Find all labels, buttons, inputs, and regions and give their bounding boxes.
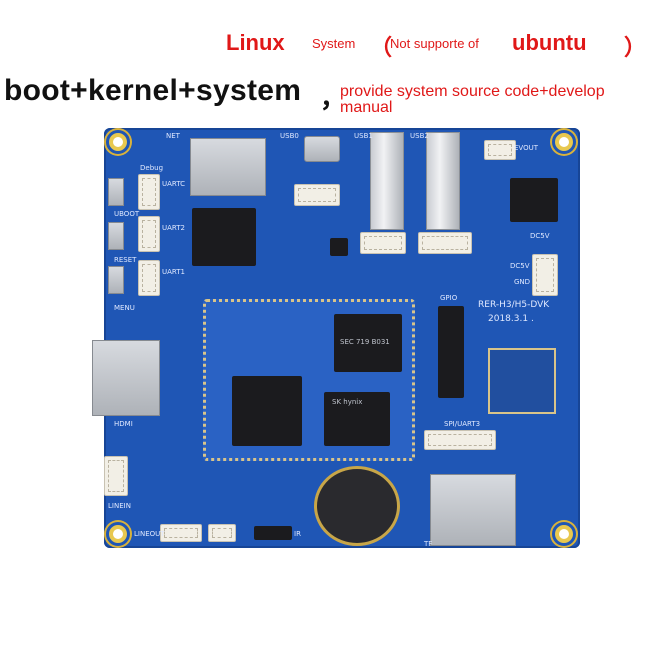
core-module: SEC 719 B031 SK hynix [203, 299, 415, 461]
paren-open: （ [370, 35, 393, 60]
model-label: RER-H3/H5-DVK [478, 300, 550, 310]
uboot-label: UBOOT [114, 210, 140, 218]
usb2-label: USB2 [410, 132, 429, 140]
ir-label: IR [294, 530, 301, 538]
ir-header [254, 526, 292, 540]
mounting-hole [552, 522, 576, 546]
network-transformer-chip [192, 208, 256, 266]
power-header [532, 254, 558, 296]
uart1-connector [138, 260, 160, 296]
linein-connector [104, 456, 128, 496]
linein-label: LINEIN [108, 502, 131, 510]
dc-power-jack [510, 178, 558, 222]
emmc-chip: SK hynix [324, 392, 390, 446]
usb1-label: USB1 [354, 132, 373, 140]
mounting-hole [106, 522, 130, 546]
provide-source-code-text: provide system source code+develop manua… [340, 83, 605, 116]
white-connector [418, 232, 472, 254]
sk-chip-label: SK hynix [332, 398, 363, 406]
usb1-port [370, 132, 404, 230]
uart2-connector [138, 216, 160, 252]
white-connector [294, 184, 340, 206]
date-label: 2018.3.1 . [488, 314, 534, 324]
dc5v-jack-label: DC5V [530, 232, 550, 240]
uartc-label: UARTC [162, 180, 186, 188]
ubuntu-text: ubuntu [512, 30, 587, 55]
heading-comma: ， [320, 83, 347, 113]
evout-label: EVOUT [514, 144, 538, 152]
lineout-connector [160, 524, 202, 542]
uart1-label: UART1 [162, 268, 185, 276]
usb2-port [426, 132, 460, 230]
micro-usb-port [304, 136, 340, 162]
paren-close: ） [624, 35, 647, 60]
tf-card-slot [430, 474, 516, 546]
uart2-label: UART2 [162, 224, 185, 232]
tf-label: TF [424, 540, 433, 548]
menu-label: MENU [114, 304, 135, 312]
spi-uart3-label: SPI/UART3 [444, 420, 481, 428]
mounting-hole [106, 130, 130, 154]
coin-cell-battery-holder [314, 466, 400, 546]
hdmi-port [92, 340, 160, 416]
menu-button [108, 266, 124, 294]
sec-ram-chip: SEC 719 B031 [334, 314, 402, 372]
white-connector [360, 232, 406, 254]
white-connector [208, 524, 236, 542]
reset-label: RESET [114, 256, 137, 264]
ethernet-port [190, 138, 266, 196]
usb0-label: USB0 [280, 132, 299, 140]
system-word: System [312, 36, 356, 51]
lineout-label: LINEOUT [134, 530, 165, 538]
net-label: NET [166, 132, 180, 140]
sec-chip-label: SEC 719 B031 [340, 338, 390, 346]
hdmi-label: HDMI [114, 420, 133, 428]
dc5v-label: DC5V [510, 262, 530, 270]
gnd-label: GND [514, 278, 531, 286]
gpio-header [438, 306, 464, 398]
spi-uart3-connector [424, 430, 496, 450]
uboot-button [108, 178, 124, 206]
debug-label: Debug [140, 164, 164, 172]
soc-processor-chip [232, 376, 302, 446]
development-board-image: NET USB0 USB1 USB2 EVOUT DC5V Debug UART… [92, 128, 580, 548]
small-chip [330, 238, 348, 256]
mounting-hole [552, 130, 576, 154]
evout-connector [484, 140, 516, 160]
reset-button [108, 222, 124, 250]
wifi-module [488, 348, 556, 414]
uartc-connector [138, 174, 160, 210]
linux-title: Linux [226, 30, 285, 55]
gpio-label: GPIO [440, 294, 458, 302]
boot-kernel-system-heading: boot+kernel+system [4, 74, 302, 107]
not-supported-text: Not supporte of [390, 36, 479, 51]
